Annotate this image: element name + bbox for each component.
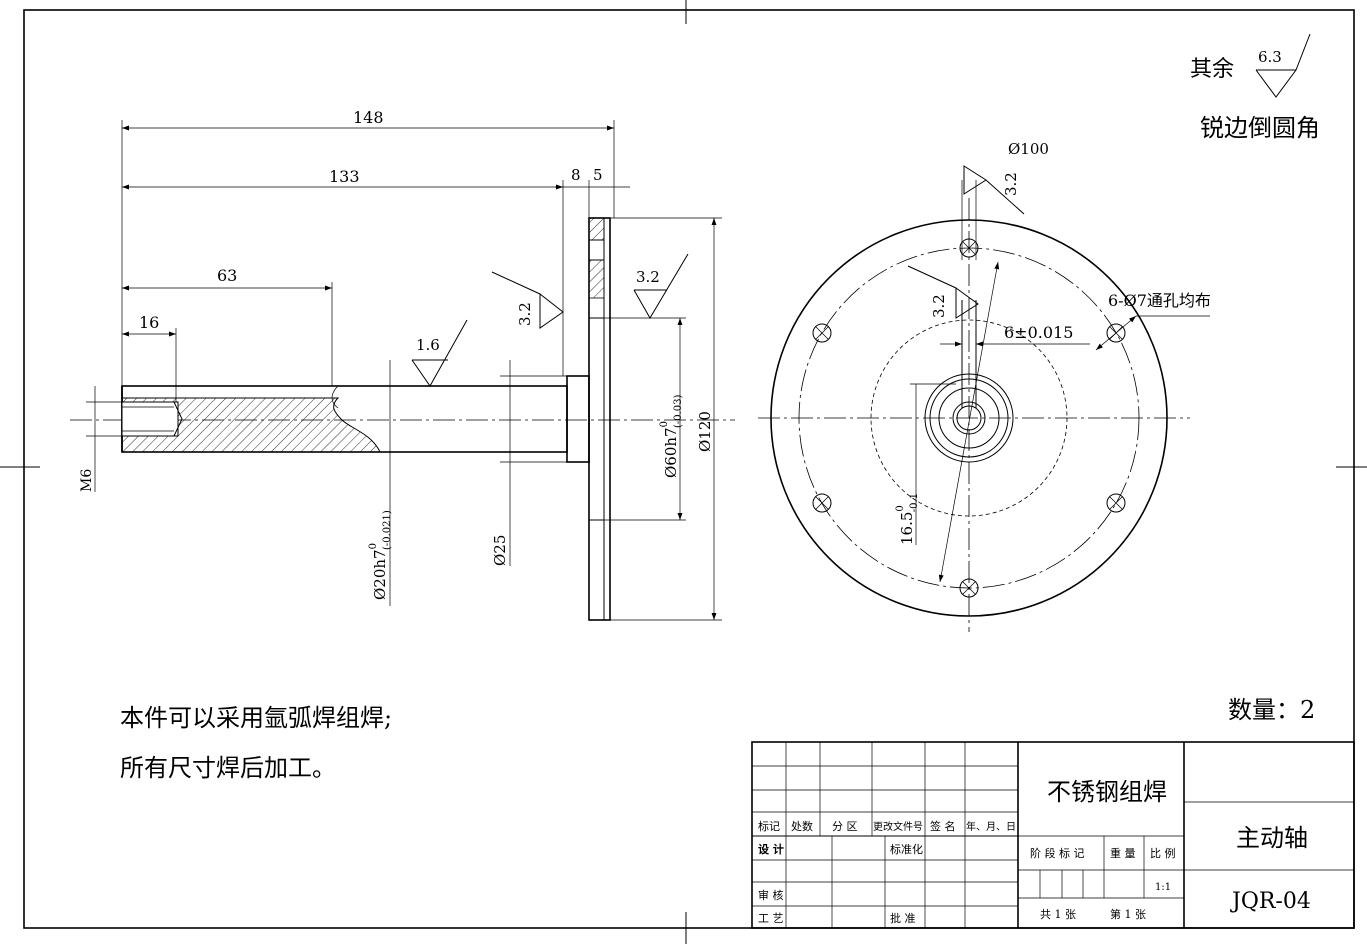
surface-rest-note: 其余 6.3 锐边倒圆角 — [1190, 33, 1320, 142]
svg-text:阶 段 标 记: 阶 段 标 记 — [1030, 846, 1085, 860]
part-name: 主动轴 — [1236, 824, 1308, 852]
title-block: 标记 处数 分 区 更改文件号 签 名 年、月、日 设 计 标准化 审 核 工 … — [751, 741, 1355, 929]
svg-text:3.2: 3.2 — [930, 294, 948, 318]
material-name: 不锈钢组焊 — [1047, 778, 1167, 806]
dim-d60: Ø60h70(-0.03) — [659, 394, 684, 478]
quantity-note: 数量：2 — [1228, 696, 1315, 724]
edge-note: 锐边倒圆角 — [1200, 114, 1320, 142]
svg-text:比 例: 比 例 — [1150, 846, 1176, 860]
dim-133: 133 — [329, 167, 360, 186]
tech-note-line2: 所有尺寸焊后加工。 — [120, 754, 336, 782]
svg-text:1.6: 1.6 — [416, 336, 440, 354]
tech-note-line1: 本件可以采用氩弧焊组焊; — [120, 704, 392, 732]
roughness-symbol: 3.2 — [963, 165, 1025, 215]
dim-key-width: 6±0.015 — [1004, 323, 1073, 342]
svg-text:签 名: 签 名 — [930, 819, 956, 833]
drawing-number: JQR-04 — [1230, 889, 1311, 914]
dim-d20: Ø20h70(-0.021) — [368, 510, 393, 600]
svg-text:更改文件号: 更改文件号 — [873, 820, 923, 833]
svg-text:年、月、日: 年、月、日 — [966, 820, 1016, 833]
svg-text:设 计: 设 计 — [758, 842, 784, 856]
svg-text:共 1 张: 共 1 张 — [1040, 908, 1076, 921]
svg-text:处数: 处数 — [791, 820, 813, 833]
svg-text:3.2: 3.2 — [1002, 172, 1020, 196]
roughness-symbol: 3.2 — [491, 271, 564, 329]
svg-text:审 核: 审 核 — [758, 888, 784, 902]
svg-text:分 区: 分 区 — [832, 820, 858, 833]
surface-rest-label: 其余 — [1190, 57, 1234, 82]
roughness-symbol: 3.2 — [907, 265, 979, 319]
shaft-side-view: 148 133 8 5 63 16 M6 Ø20h70(-0.021) Ø25 … — [70, 108, 735, 621]
svg-text:1:1: 1:1 — [1155, 882, 1171, 893]
dim-d100: Ø100 — [1008, 140, 1049, 158]
roughness-symbol: 3.2 — [633, 253, 689, 319]
dim-m6: M6 — [79, 469, 95, 492]
svg-text:3.2: 3.2 — [636, 268, 660, 286]
svg-text:标记: 标记 — [758, 819, 780, 833]
svg-text:第 1 张: 第 1 张 — [1110, 907, 1146, 921]
svg-text:工 艺: 工 艺 — [758, 912, 784, 925]
dim-d120: Ø120 — [696, 411, 714, 452]
svg-text:3.2: 3.2 — [516, 302, 534, 326]
dim-16: 16 — [139, 313, 159, 332]
holes-note: 6-Ø7通孔均布 — [1108, 291, 1211, 310]
svg-text:批 准: 批 准 — [890, 911, 916, 925]
roughness-symbol: 1.6 — [411, 319, 468, 387]
dim-5: 5 — [593, 166, 603, 184]
dim-d25: Ø25 — [491, 535, 509, 566]
svg-text:标准化: 标准化 — [890, 842, 923, 856]
dim-8: 8 — [571, 166, 581, 184]
dim-148: 148 — [353, 108, 384, 127]
svg-text:重 量: 重 量 — [1110, 846, 1136, 860]
surface-rest-value: 6.3 — [1258, 48, 1282, 66]
dim-key-depth: 16.50-0.1 — [895, 493, 920, 545]
dim-63: 63 — [217, 266, 237, 285]
flange-front-view: 6-Ø7通孔均布 Ø100 6±0.015 16.50-0.1 3.2 3.2 — [758, 140, 1211, 632]
